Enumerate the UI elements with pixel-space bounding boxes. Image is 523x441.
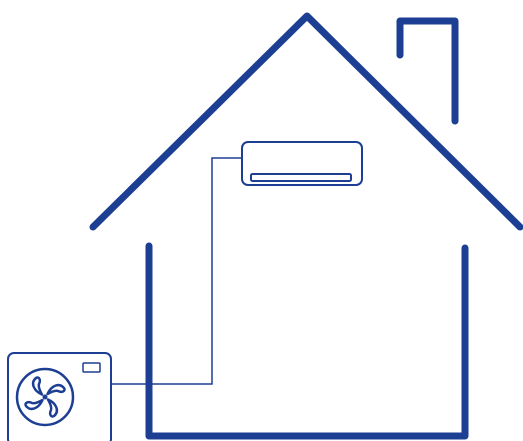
indoor-unit-vent [251, 174, 351, 181]
house-walls [149, 246, 465, 436]
fan-hub [43, 395, 48, 400]
outdoor-heat-pump-unit [8, 353, 111, 441]
outdoor-unit-indicator [83, 363, 100, 372]
wall-mounted-air-conditioner-icon [242, 142, 362, 185]
chimney-icon [400, 21, 455, 121]
